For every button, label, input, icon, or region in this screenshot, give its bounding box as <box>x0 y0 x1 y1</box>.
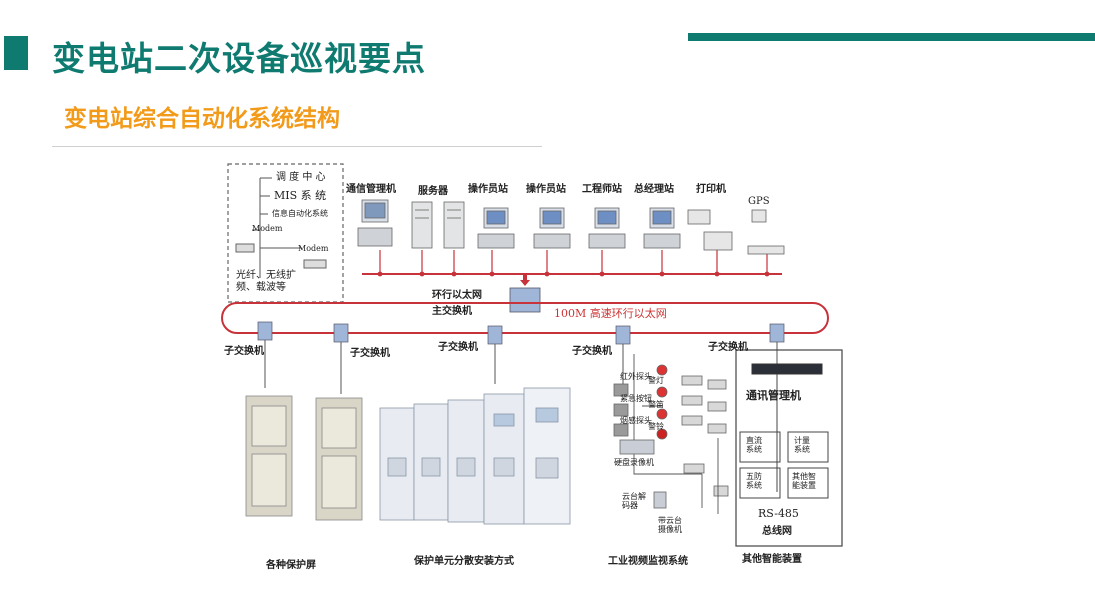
engineer-pc-icon <box>588 207 626 249</box>
label-server: 服务器 <box>418 186 448 197</box>
label-dc-system: 直流 系统 <box>746 436 762 455</box>
label-rs485: RS-485 <box>758 507 799 520</box>
label-bus-network: 总线网 <box>762 526 792 537</box>
label-comm-manager-device: 通讯管理机 <box>746 389 801 402</box>
protection-panel-2 <box>315 397 363 521</box>
label-video-system: 工业视频监视系统 <box>608 556 688 567</box>
ptz-decoder-icon <box>653 491 667 509</box>
other-device-box <box>787 467 829 499</box>
protection-panel-1 <box>245 395 293 517</box>
ring-network <box>221 302 829 334</box>
label-ring-network: 100M 高速环行以太网 <box>554 307 667 320</box>
server-icon-2 <box>443 201 465 249</box>
automation-system-diagram: 调 度 中 心 MIS 系 统 信息自动化系统 Modem Modem 光纤、无… <box>221 158 852 578</box>
label-info-automation: 信息自动化系统 <box>272 209 328 218</box>
meter-system-box <box>787 431 829 463</box>
label-comm-manager: 通信管理机 <box>346 184 396 195</box>
label-alarm-bell: 警铃 <box>648 422 664 431</box>
switchgear-cabinets <box>379 387 571 525</box>
five-protect-box <box>739 467 781 499</box>
label-sub-switch-4: 子交换机 <box>572 346 612 357</box>
label-infrared: 红外探头 <box>620 372 652 381</box>
smart-devices-box <box>735 349 843 547</box>
video-wiring <box>633 354 719 514</box>
gps-icon <box>747 209 785 255</box>
label-mis-system: MIS 系 统 <box>274 189 327 202</box>
label-other-smart-device: 其他智 能装置 <box>792 472 816 491</box>
comm-manager-device-icon <box>751 363 823 375</box>
slide-title: 变电站二次设备巡视要点 <box>52 39 426 78</box>
remote-tree-lines <box>252 177 302 278</box>
label-sub-switch-2: 子交换机 <box>350 348 390 359</box>
label-ptz-camera: 带云台 摄像机 <box>658 516 682 535</box>
label-sub-switch-1: 子交换机 <box>224 346 264 357</box>
title-accent-block <box>4 36 28 70</box>
label-smoke-detector: 烟感探头 <box>620 416 652 425</box>
modem-right-icon <box>303 259 327 269</box>
operator-2-pc-icon <box>533 207 571 249</box>
label-modem-left: Modem <box>252 224 283 233</box>
uplink-arrow <box>520 274 530 286</box>
label-operator-2: 操作员站 <box>526 184 566 195</box>
label-dispatch-center: 调 度 中 心 <box>276 172 326 183</box>
label-main-switch: 主交换机 <box>432 306 472 317</box>
label-siren: 警笛 <box>648 400 664 409</box>
label-protection-units: 保护单元分散安装方式 <box>414 556 514 567</box>
label-smart-devices: 其他智能装置 <box>742 554 802 565</box>
label-alarm-light: 警灯 <box>648 376 664 385</box>
sub-switch-icons <box>257 321 785 345</box>
label-ring-ethernet: 环行以太网 <box>432 290 482 301</box>
video-recorder-icon <box>619 439 655 455</box>
diagram-graphics <box>221 163 843 547</box>
chief-pc-icon <box>643 207 681 249</box>
label-ptz-decoder: 云台解 码器 <box>622 492 646 511</box>
video-sensors <box>613 364 668 440</box>
header-accent-bar <box>688 33 1095 41</box>
label-emergency-button: 紧急按钮 <box>620 394 652 403</box>
label-video-recorder: 硬盘录像机 <box>614 458 654 467</box>
dc-system-box <box>739 431 781 463</box>
label-meter-system: 计量 系统 <box>794 436 810 455</box>
video-cameras <box>681 375 729 497</box>
modem-left-icon <box>235 243 255 253</box>
label-fiber-wireless: 光纤、无线扩 频、载波等 <box>236 270 296 293</box>
station-bus-nodes <box>377 271 770 277</box>
printer-icon <box>687 209 733 251</box>
slide-subtitle: 变电站综合自动化系统结构 <box>64 106 340 132</box>
label-chief: 总经理站 <box>634 184 674 195</box>
sub-switch-drops <box>264 340 778 394</box>
subtitle-divider <box>52 146 542 147</box>
label-five-protect: 五防 系统 <box>746 472 762 491</box>
label-modem-right: Modem <box>298 244 329 253</box>
label-gps: GPS <box>748 196 770 207</box>
label-sub-switch-3: 子交换机 <box>438 342 478 353</box>
label-printer: 打印机 <box>696 184 726 195</box>
station-drops <box>379 250 768 274</box>
label-sub-switch-5: 子交换机 <box>708 342 748 353</box>
operator-1-pc-icon <box>477 207 515 249</box>
main-switch-icon <box>509 287 541 313</box>
label-operator-1: 操作员站 <box>468 184 508 195</box>
label-engineer: 工程师站 <box>582 184 622 195</box>
server-icon-1 <box>411 201 433 249</box>
comm-manager-pc-icon <box>357 199 393 247</box>
label-protection-panels: 各种保护屏 <box>266 560 316 571</box>
